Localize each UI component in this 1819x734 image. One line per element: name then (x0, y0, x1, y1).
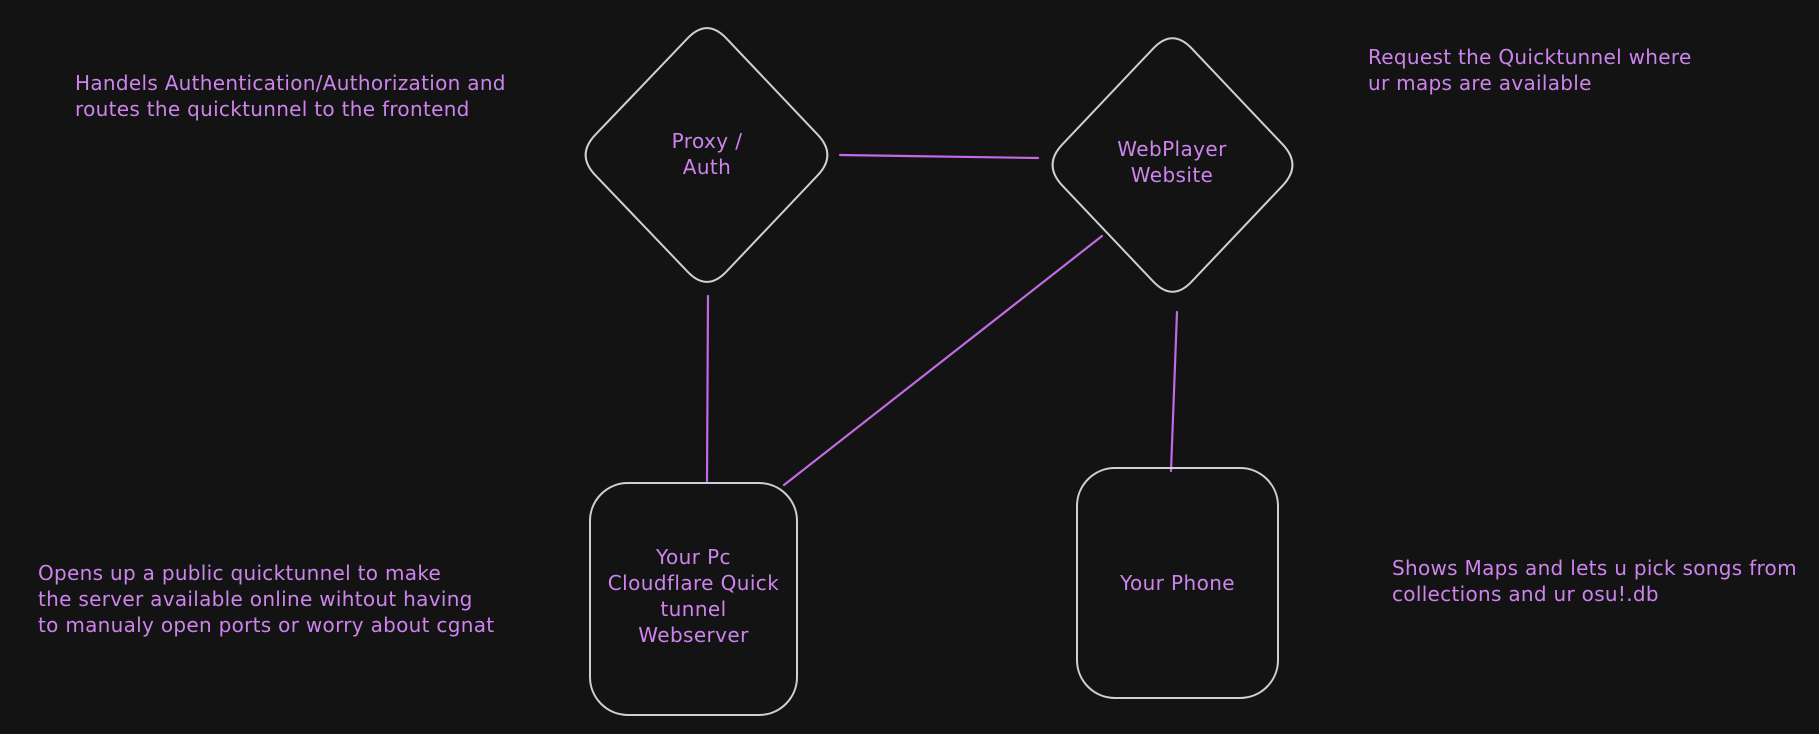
webplayer-label: WebPlayer Website (1117, 137, 1227, 187)
proxy-auth-label: Proxy / Auth (671, 129, 743, 179)
edge-webplayer-to-your-pc (782, 234, 1104, 487)
webplayer-diamond-shape (1051, 37, 1294, 293)
edge-webplayer-to-your-phone (1169, 310, 1179, 473)
your-phone-label: Your Phone (1119, 571, 1235, 595)
your-phone-annotation: Shows Maps and lets u pick songs from co… (1392, 556, 1797, 606)
proxy-auth-diamond-shape (584, 27, 829, 283)
proxy-auth-annotation: Handels Authentication/Authorization and… (75, 71, 506, 121)
edge-proxy-auth-to-webplayer (838, 153, 1040, 160)
edge-proxy-auth-to-your-pc (705, 294, 710, 483)
webplayer-annotation: Request the Quicktunnel where ur maps ar… (1368, 45, 1692, 95)
your-pc-label: Your Pc Cloudflare Quick tunnel Webserve… (607, 545, 780, 647)
your-pc-annotation: Opens up a public quicktunnel to make th… (38, 561, 495, 637)
your-pc-rect-shape (589, 482, 798, 716)
your-phone-rect-shape (1076, 467, 1279, 699)
